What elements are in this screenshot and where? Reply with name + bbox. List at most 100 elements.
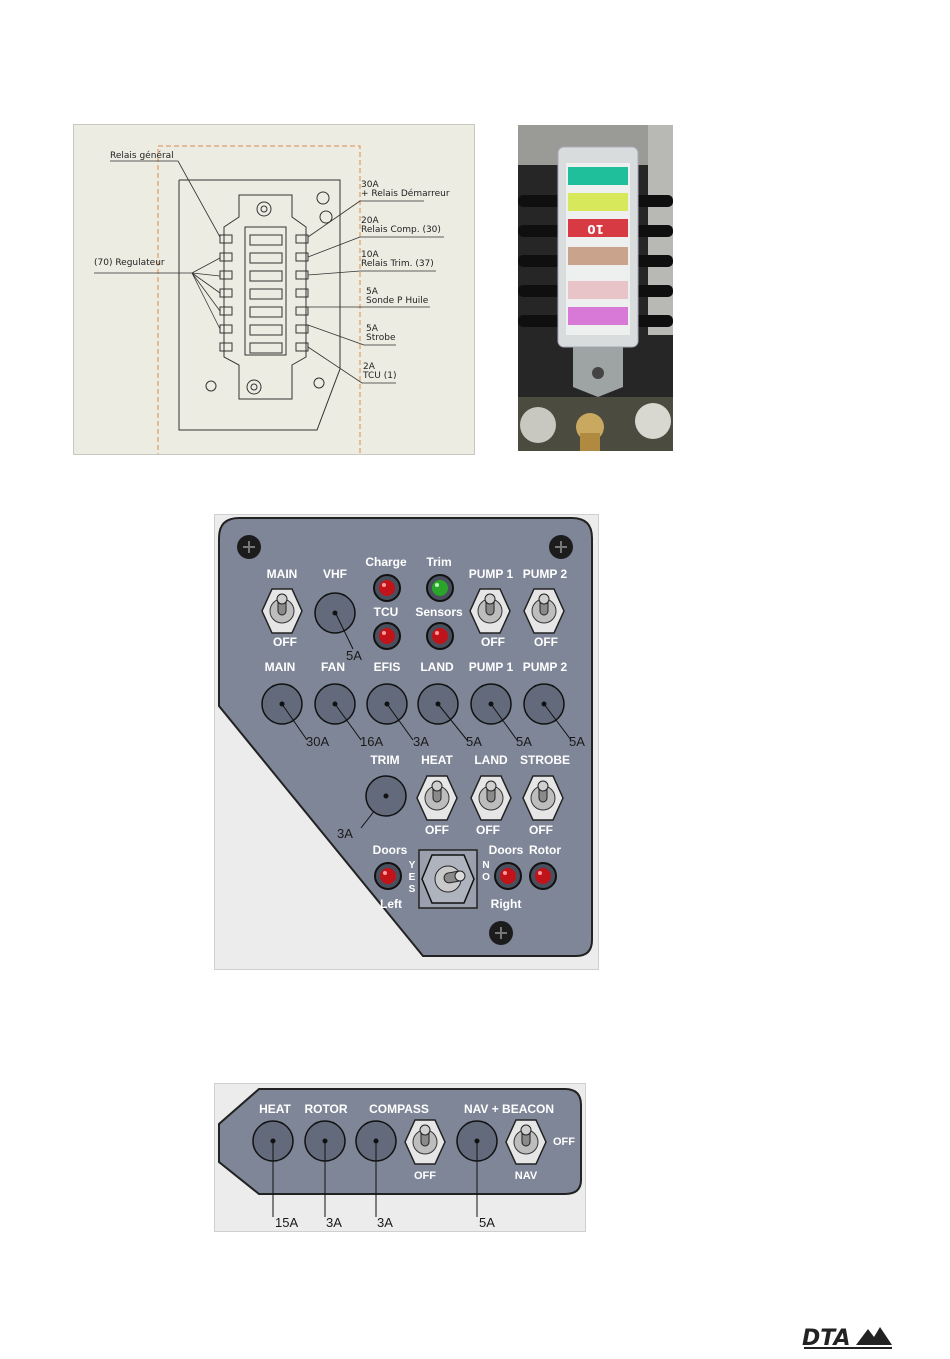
- doors-selector-switch[interactable]: [418, 849, 478, 909]
- label-heat: HEAT: [259, 1102, 291, 1116]
- label-compass: COMPASS: [369, 1102, 429, 1116]
- label-fan: FAN: [321, 660, 345, 674]
- main-switch-panel-frame: MAIN VHF Charge Trim PUMP 1 PUMP 2 TCU S…: [214, 514, 599, 970]
- main-amp: 30A: [306, 734, 330, 749]
- heat-toggle-switch[interactable]: [415, 774, 459, 822]
- label-yes-s: S: [408, 884, 416, 895]
- leader-line: [335, 613, 354, 650]
- label-off-pump2: OFF: [534, 635, 558, 649]
- label-vhf: VHF: [323, 567, 347, 581]
- screw-icon: [549, 535, 573, 559]
- label-pump2-breaker: PUMP 2: [522, 660, 568, 674]
- label-off-nav: OFF: [553, 1136, 575, 1148]
- fuse3-name: Relais Trim. (37): [361, 259, 434, 269]
- label-off-strobe: OFF: [529, 823, 553, 837]
- label-relais-general: Relais général: [110, 151, 174, 161]
- fuse-photo-image: 10: [518, 125, 673, 451]
- tcu-led: [373, 622, 401, 650]
- heat-amp: 15A: [275, 1215, 299, 1230]
- dta-logo-mark: DTA: [802, 1326, 892, 1351]
- rotor-led: [529, 862, 557, 890]
- trim-breaker[interactable]: [364, 774, 408, 818]
- fuse-photo-text: 10: [587, 222, 604, 236]
- rotor-amp: 3A: [326, 1215, 342, 1230]
- trim-amp: 3A: [337, 826, 353, 841]
- vhf-breaker[interactable]: [313, 591, 357, 635]
- fuse1-name: + Relais Démarreur: [361, 189, 450, 199]
- label-tcu: TCU: [373, 605, 399, 619]
- label-rotor-led: Rotor: [529, 843, 561, 857]
- compass-toggle-switch[interactable]: [403, 1118, 447, 1166]
- label-land-breaker: LAND: [420, 660, 454, 674]
- nav-amp: 5A: [479, 1215, 495, 1230]
- label-pump1-switch: PUMP 1: [468, 567, 514, 581]
- label-off-pump1: OFF: [481, 635, 505, 649]
- fuse5-amp: 5A: [366, 324, 378, 334]
- fuse3-amp: 10A: [361, 250, 379, 260]
- charge-led: [373, 574, 401, 602]
- label-nav: NAV: [514, 1170, 538, 1182]
- label-off-land: OFF: [476, 823, 500, 837]
- efis-amp: 3A: [413, 734, 429, 749]
- label-efis: EFIS: [373, 660, 401, 674]
- pump2-amp: 5A: [569, 734, 585, 749]
- label-rotor: ROTOR: [304, 1102, 348, 1116]
- pump1-toggle-switch[interactable]: [468, 587, 512, 635]
- label-left: Left: [380, 897, 402, 911]
- lower-switch-panel-frame: HEAT ROTOR COMPASS NAV + BEACON OFF OFF …: [214, 1083, 586, 1232]
- land-toggle-switch[interactable]: [469, 774, 513, 822]
- vhf-amp: 5A: [346, 648, 362, 663]
- lower-leader-lines: [272, 1141, 478, 1217]
- fuse5-name: Strobe: [366, 333, 396, 343]
- label-off-main: OFF: [273, 635, 297, 649]
- label-trim-led: Trim: [426, 555, 452, 569]
- label-yes-e: E: [408, 872, 416, 883]
- label-pump2-switch: PUMP 2: [522, 567, 568, 581]
- fan-amp: 16A: [360, 734, 384, 749]
- lower-panel-face: [218, 1088, 582, 1195]
- screw-icon: [489, 921, 513, 945]
- label-no-n: N: [482, 860, 490, 871]
- label-doors-left: Doors: [372, 843, 408, 857]
- fuse-box-photo: 10: [518, 125, 673, 451]
- label-doors-right: Doors: [488, 843, 524, 857]
- label-right: Right: [490, 897, 522, 911]
- fuse-box-outline: [94, 145, 444, 454]
- label-pump1-breaker: PUMP 1: [468, 660, 514, 674]
- label-trim-breaker: TRIM: [370, 753, 400, 767]
- label-land-switch: LAND: [474, 753, 508, 767]
- label-main-breaker: MAIN: [264, 660, 296, 674]
- fuse6-name: TCU (1): [363, 371, 397, 381]
- sensors-led: [426, 622, 454, 650]
- label-off-compass: OFF: [414, 1170, 436, 1182]
- fuse6-amp: 2A: [363, 362, 375, 372]
- label-strobe-switch: STROBE: [519, 753, 571, 767]
- screw-icon: [237, 535, 261, 559]
- pump2-toggle-switch[interactable]: [522, 587, 566, 635]
- fuse4-name: Sonde P Huile: [366, 296, 429, 306]
- main-toggle-switch[interactable]: [260, 587, 304, 635]
- pump1-amp: 5A: [516, 734, 532, 749]
- label-charge: Charge: [365, 555, 407, 569]
- label-regulateur: (70) Regulateur: [94, 258, 165, 268]
- strobe-toggle-switch[interactable]: [521, 774, 565, 822]
- dta-logo: DTA: [800, 1323, 894, 1353]
- fuse2-name: Relais Comp. (30): [361, 225, 441, 235]
- land-amp: 5A: [466, 734, 482, 749]
- label-nav-beacon: NAV + BEACON: [463, 1102, 555, 1116]
- trim-led: [426, 574, 454, 602]
- label-yes-y: Y: [408, 860, 416, 871]
- fuse1-amp: 30A: [361, 180, 379, 190]
- label-no-o: O: [482, 872, 490, 883]
- fuse4-amp: 5A: [366, 287, 378, 297]
- label-off-heat: OFF: [425, 823, 449, 837]
- doors-right-led: [494, 862, 522, 890]
- fuse-box-drawing: Relais général (70) Regulateur 30A + Rel…: [73, 124, 475, 455]
- label-main-switch: MAIN: [266, 567, 298, 581]
- doors-left-led: [374, 862, 402, 890]
- fuse2-amp: 20A: [361, 216, 379, 226]
- label-sensors: Sensors: [415, 605, 463, 619]
- nav-beacon-toggle-switch[interactable]: [504, 1118, 548, 1166]
- label-heat-switch: HEAT: [421, 753, 453, 767]
- row2-leader-lines: [281, 703, 572, 829]
